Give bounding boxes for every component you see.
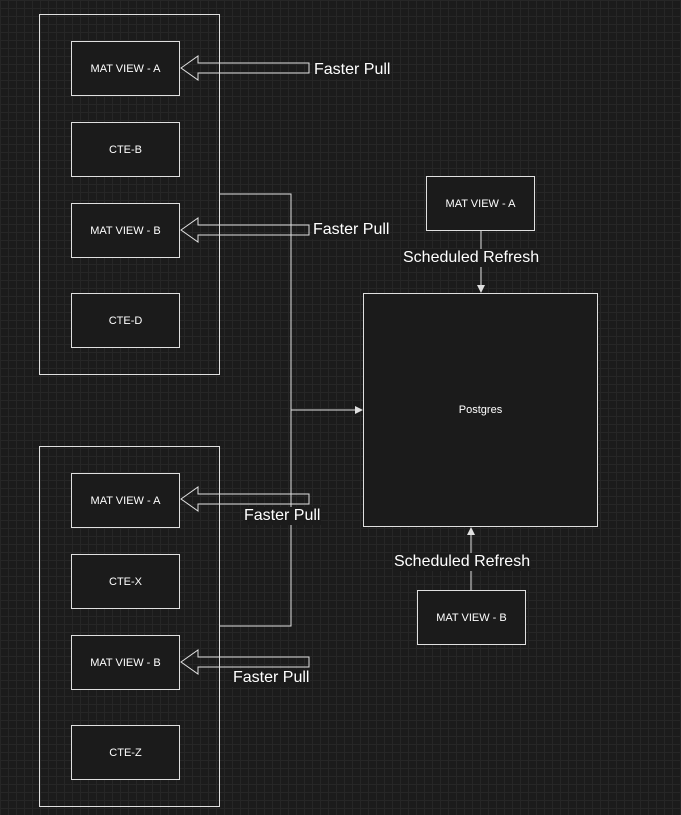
top-cte-d-node[interactable]: CTE-D (71, 293, 180, 348)
top-group-container[interactable] (39, 14, 220, 375)
bottom-mat-view-a-node[interactable]: MAT VIEW - A (71, 473, 180, 528)
top-cte-b-node[interactable]: CTE-B (71, 122, 180, 177)
faster-pull-label-2: Faster Pull (312, 221, 391, 239)
faster-pull-label-4: Faster Pull (232, 669, 311, 687)
faster-pull-label-1: Faster Pull (313, 61, 392, 79)
bottom-mat-view-b-node[interactable]: MAT VIEW - B (71, 635, 180, 690)
connector-bottom-group (219, 410, 292, 627)
top-mat-view-b-node[interactable]: MAT VIEW - B (71, 203, 180, 258)
top-mat-view-a-node[interactable]: MAT VIEW - A (71, 41, 180, 96)
bottom-cte-z-node[interactable]: CTE-Z (71, 725, 180, 780)
connector-top-group (219, 193, 292, 410)
refresh-mat-view-a-node[interactable]: MAT VIEW - A (426, 176, 535, 231)
refresh-mat-view-b-node[interactable]: MAT VIEW - B (417, 590, 526, 645)
faster-pull-arrow-1 (180, 55, 310, 81)
faster-pull-arrow-2 (180, 217, 310, 243)
scheduled-refresh-label-b: Scheduled Refresh (393, 553, 532, 571)
postgres-node[interactable]: Postgres (363, 293, 598, 527)
faster-pull-arrow-4 (180, 649, 310, 675)
faster-pull-label-3: Faster Pull (243, 507, 322, 525)
scheduled-refresh-label-a: Scheduled Refresh (402, 249, 541, 267)
faster-pull-arrow-3 (180, 486, 310, 512)
bottom-cte-x-node[interactable]: CTE-X (71, 554, 180, 609)
bottom-group-container[interactable] (39, 446, 220, 807)
